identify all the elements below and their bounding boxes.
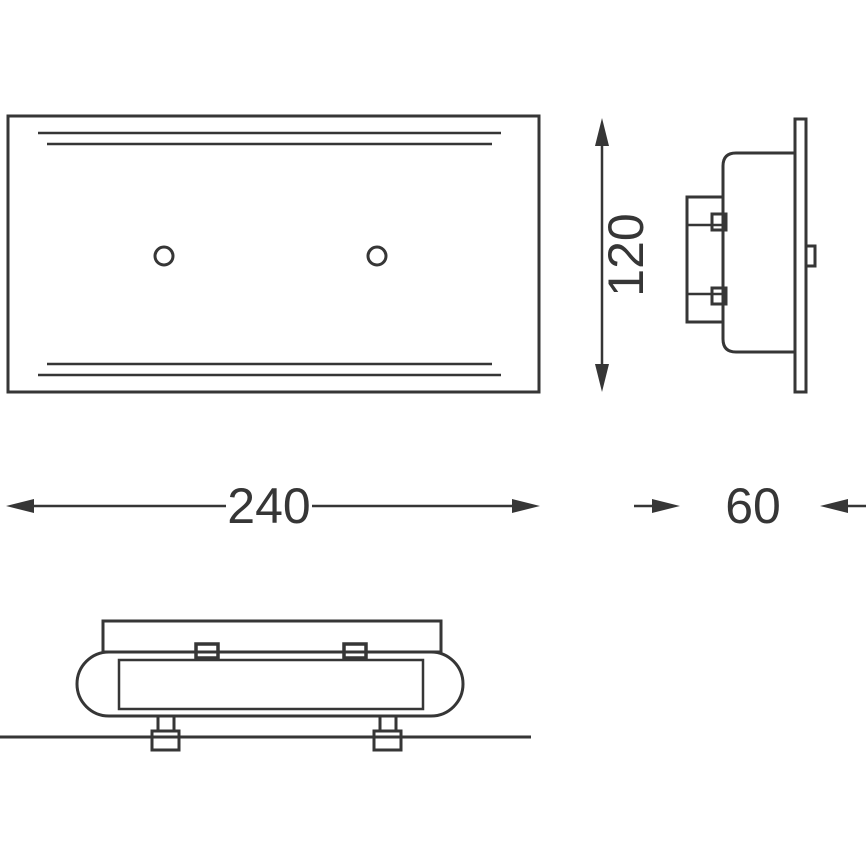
- front-view: [6, 114, 541, 394]
- front-screw-hole-left: [153, 245, 175, 267]
- dim-height-arrow-down: [595, 364, 609, 392]
- side-screw-notch: [804, 244, 817, 268]
- drawing-strokes: [0, 114, 866, 752]
- dimension-labels: 240 120 60: [227, 213, 781, 534]
- bottom-bracket-right-neck: [378, 714, 398, 733]
- side-body: [721, 151, 795, 354]
- front-view-outline: [6, 114, 541, 394]
- side-wall-plate: [793, 117, 808, 394]
- dimension-arrows: [6, 118, 848, 513]
- dim-depth-arrow-left: [652, 499, 680, 513]
- front-screw-hole-right: [366, 245, 388, 267]
- bottom-diffuser: [117, 658, 425, 711]
- side-clip-top: [710, 212, 728, 232]
- side-clip-bottom: [710, 286, 728, 306]
- dim-width-label: 240: [227, 478, 310, 534]
- dim-depth-label: 60: [725, 478, 781, 534]
- dim-height-arrow-up: [595, 118, 609, 146]
- dim-width-arrow-left: [6, 499, 34, 513]
- dim-width-arrow-right: [512, 499, 540, 513]
- bottom-housing: [75, 650, 465, 718]
- bottom-bracket-left-neck: [156, 714, 176, 733]
- dim-height-label: 120: [598, 213, 654, 296]
- bottom-bracket-left-foot: [150, 729, 181, 752]
- dim-depth-arrow-right: [820, 499, 848, 513]
- side-view: [685, 117, 817, 394]
- side-diffuser: [685, 195, 725, 324]
- dimension-lines: [28, 144, 866, 508]
- bottom-mounting-plate: [101, 619, 443, 654]
- bottom-view: [0, 619, 531, 752]
- bottom-bracket-right-foot: [372, 729, 403, 752]
